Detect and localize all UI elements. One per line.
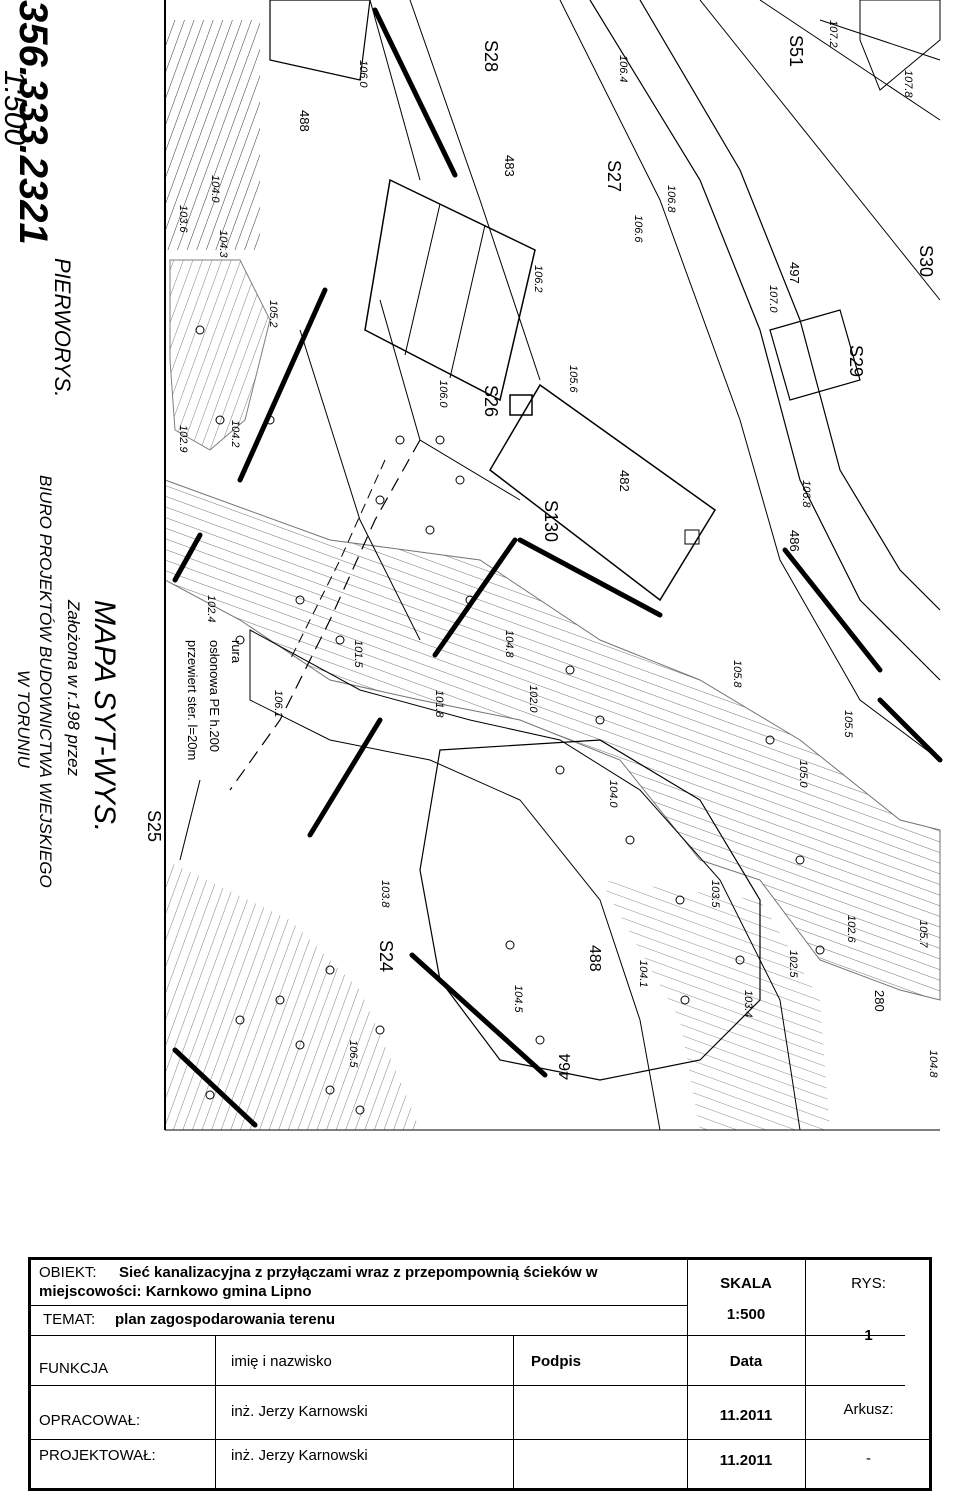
manhole-label: S26: [481, 385, 501, 417]
map-sheet-number: 356.333.2321: [11, 0, 55, 245]
projektowal-label: PROJEKTOWAŁ:: [39, 1447, 156, 1464]
elevation-label: 103.6: [177, 205, 189, 233]
elevation-label: 106.4: [617, 55, 629, 83]
elevation-label: 106.1: [272, 690, 284, 718]
parcel-label: 464: [557, 1053, 574, 1080]
elevation-label: 105.6: [567, 365, 579, 393]
podpis-label: Podpis: [531, 1353, 582, 1370]
elevation-label: 106.0: [437, 380, 449, 408]
skala-value: 1:500: [726, 1306, 766, 1323]
elevation-label: 106.5: [347, 1040, 359, 1068]
rys-value: 1: [864, 1327, 873, 1344]
parcel-label: 482: [617, 470, 632, 492]
elevation-label: 105.7: [917, 920, 929, 948]
projektowal-name: inż. Jerzy Karnowski: [231, 1447, 368, 1464]
elevation-label: 104.8: [503, 630, 515, 658]
manhole-label: S28: [481, 40, 501, 72]
opracowal-date: 11.2011: [719, 1407, 773, 1424]
rys-label: RYS:: [851, 1275, 886, 1292]
elevation-label: 105.8: [731, 660, 743, 688]
title-block: OBIEKT: Sieć kanalizacyjna z przyłączami…: [28, 1257, 932, 1491]
obiekt-value-line2: miejscowości: Karnkowo gmina Lipno: [39, 1283, 312, 1300]
map-zalozona: Założona w r.198 przez: [64, 599, 83, 777]
map-pierworys: PIERWORYS.: [50, 258, 75, 397]
elevation-label: 106.6: [632, 215, 644, 243]
temat-value: plan zagospodarowania terenu: [115, 1311, 336, 1328]
elevation-label: 103.4: [742, 990, 754, 1018]
parcel-label: 280: [872, 990, 887, 1012]
data-label: Data: [729, 1353, 763, 1370]
elevation-label: 107.8: [902, 70, 914, 98]
elevation-label: 106.8: [665, 185, 677, 213]
map-biuro: BIURO PROJEKTÓW BUDOWNICTWA WIEJSKIEGO: [36, 475, 55, 888]
site-map: 356.333.2321 1:500 PIERWORYS. MAPA SYT-W…: [0, 0, 943, 1131]
manhole-label: S130: [541, 500, 561, 542]
manhole-label: S24: [376, 940, 396, 972]
parcel-label: 488: [297, 110, 312, 132]
obiekt-label: OBIEKT:: [39, 1264, 97, 1281]
elevation-label: 102.4: [205, 595, 217, 623]
obiekt-value-line1: Sieć kanalizacyjna z przyłączami wraz z …: [119, 1264, 598, 1281]
elevation-label: 107.0: [767, 285, 779, 313]
elevation-label: 104.5: [512, 985, 524, 1013]
elevation-label: 107.2: [827, 20, 839, 48]
arkusz-value: -: [866, 1450, 871, 1467]
skala-label: SKALA: [720, 1275, 772, 1292]
elevation-label: 102.5: [787, 950, 799, 978]
elevation-label: 104.1: [637, 960, 649, 988]
elevation-label: 104.8: [927, 1050, 939, 1078]
manhole-label: S27: [604, 160, 624, 192]
pipe-legend-1: rura: [229, 640, 244, 664]
elevation-label: 103.5: [709, 880, 721, 908]
manhole-label: S30: [916, 245, 936, 277]
map-title: MAPA SYT-WYS.: [88, 600, 121, 832]
elevation-label: 101.8: [433, 690, 445, 718]
elevation-label: 105.5: [842, 710, 854, 738]
elevation-label: 103.8: [379, 880, 391, 908]
elevation-label: 104.3: [217, 230, 229, 258]
funkcja-label: FUNKCJA: [39, 1360, 109, 1377]
manhole-label: S29: [846, 345, 866, 377]
elevation-label: 102.9: [177, 425, 189, 453]
manhole-label: S25: [144, 810, 164, 842]
elevation-label: 106.2: [532, 265, 544, 293]
elevation-label: 102.6: [845, 915, 857, 943]
parcel-label: 483: [502, 155, 517, 177]
elevation-label: 105.0: [797, 760, 809, 788]
map-header: 356.333.2321 1:500 PIERWORYS. MAPA SYT-W…: [0, 0, 121, 888]
elevation-label: 104.0: [209, 175, 221, 203]
pipe-legend-2: osłonowa PE h.200: [207, 640, 222, 752]
imie-nazwisko-label: imię i nazwisko: [231, 1353, 332, 1370]
elevation-label: 104.0: [607, 780, 619, 808]
map-torun: W TORUNIU: [14, 670, 33, 769]
opracowal-label: OPRACOWAŁ:: [39, 1412, 141, 1429]
manhole-label: S51: [786, 35, 806, 67]
pipe-legend-3: przewiert ster. l=20m: [185, 640, 200, 760]
arkusz-label: Arkusz:: [843, 1401, 894, 1418]
opracowal-name: inż. Jerzy Karnowski: [231, 1403, 368, 1420]
temat-label: TEMAT:: [43, 1311, 96, 1328]
elevation-label: 106.8: [800, 480, 812, 508]
map-header-scale: 1:500: [0, 70, 31, 145]
parcel-label: 497: [787, 262, 802, 284]
parcel-label: 488: [586, 945, 603, 972]
elevation-label: 102.0: [527, 685, 539, 713]
elevation-label: 104.2: [229, 420, 241, 448]
elevation-label: 101.5: [352, 640, 364, 668]
projektowal-date: 11.2011: [719, 1452, 773, 1469]
parcel-label: 486: [787, 530, 802, 552]
elevation-label: 105.2: [267, 300, 279, 328]
elevation-label: 106.0: [357, 60, 369, 88]
